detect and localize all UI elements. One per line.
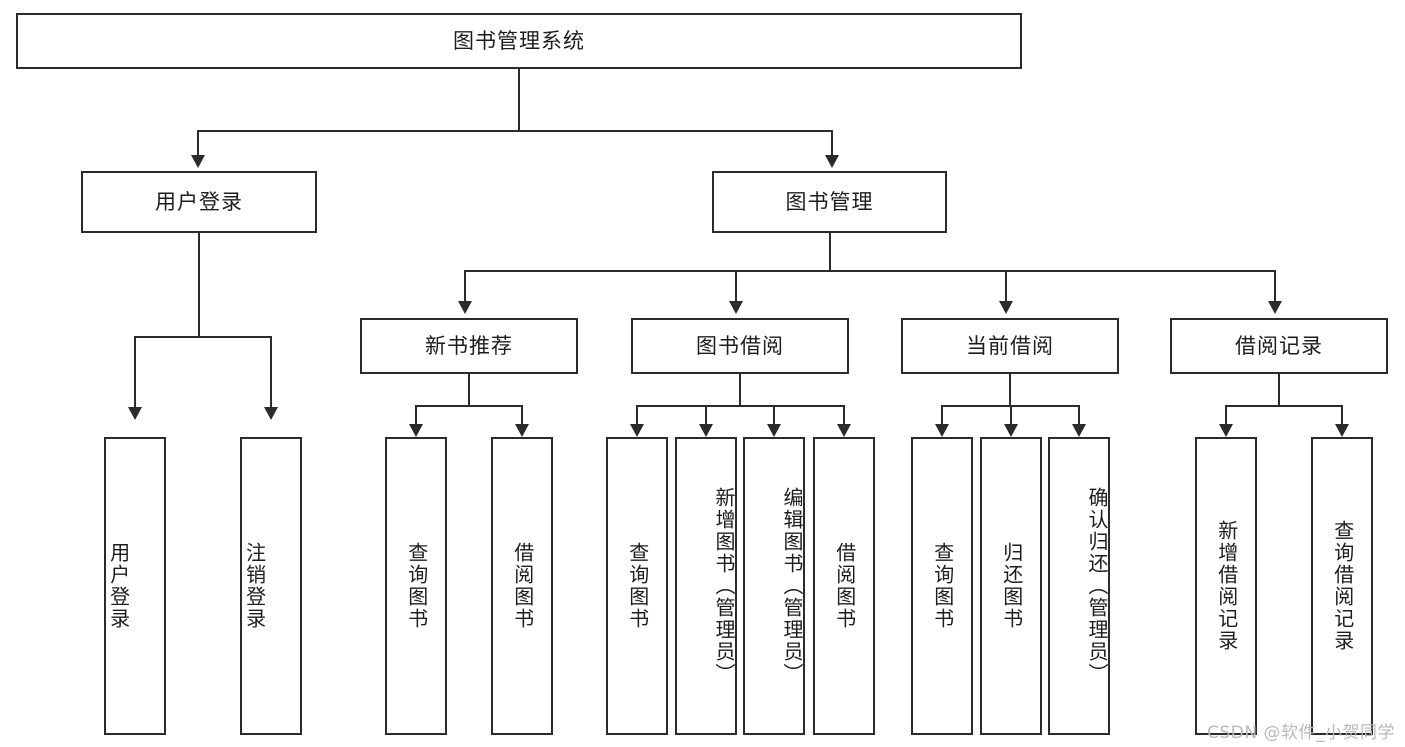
- arrow-to-leaf-add-book: [699, 424, 713, 437]
- connector-book-mgmt-drop-2: [735, 270, 737, 303]
- arrow-to-leaf-return-book: [1004, 424, 1018, 437]
- connector-book-borrow-drop-2: [705, 405, 707, 427]
- connector-borrow-record-drop-2: [1341, 405, 1343, 427]
- node-label: 编辑图书（管理员）: [780, 487, 804, 685]
- connector-user-login-drop-1: [134, 336, 136, 409]
- connector-user-login-bus: [134, 336, 272, 338]
- node-label: 用户登录: [106, 542, 131, 630]
- node-label: 借阅记录: [1235, 333, 1323, 358]
- connector-root-to-user-login: [197, 130, 199, 157]
- connector-book-mgmt-stem: [829, 233, 831, 271]
- arrow-to-leaf-confirm-return: [1072, 424, 1086, 437]
- connector-book-borrow-drop-1: [636, 405, 638, 427]
- connector-book-borrow-bus: [636, 405, 845, 407]
- node-label: 借阅图书: [832, 542, 857, 630]
- arrow-to-leaf-borrow-book-1: [515, 424, 529, 437]
- arrow-to-leaf-borrow-book-2: [837, 424, 851, 437]
- leaf-query-borrow-record[interactable]: 查询借阅记录: [1311, 437, 1373, 735]
- node-label: 注销登录: [242, 542, 267, 630]
- connector-book-mgmt-bus: [464, 270, 1276, 272]
- node-root-system[interactable]: 图书管理系统: [16, 13, 1022, 69]
- leaf-add-book-admin[interactable]: 新增图书（管理员）: [675, 437, 737, 735]
- connector-borrow-record-stem: [1278, 374, 1280, 406]
- node-label: 归还图书: [999, 542, 1024, 630]
- connector-root-to-book-mgmt: [831, 130, 833, 157]
- connector-book-borrow-drop-3: [773, 405, 775, 427]
- connector-borrow-record-bus: [1225, 405, 1343, 407]
- connector-borrow-record-drop-1: [1225, 405, 1227, 427]
- arrow-to-new-book: [458, 301, 472, 314]
- node-current-borrow[interactable]: 当前借阅: [901, 318, 1119, 374]
- node-label: 当前借阅: [966, 333, 1054, 358]
- leaf-borrow-book-1[interactable]: 借阅图书: [491, 437, 553, 735]
- node-label: 新增图书（管理员）: [712, 487, 736, 685]
- node-borrow-record[interactable]: 借阅记录: [1170, 318, 1388, 374]
- node-book-borrow[interactable]: 图书借阅: [631, 318, 849, 374]
- connector-book-mgmt-drop-1: [464, 270, 466, 303]
- arrow-to-leaf-query-book-3: [935, 424, 949, 437]
- arrow-to-user-login: [191, 155, 205, 168]
- leaf-query-book-1[interactable]: 查询图书: [385, 437, 447, 735]
- connector-new-book-bus: [415, 405, 523, 407]
- leaf-logout[interactable]: 注销登录: [240, 437, 302, 735]
- connector-book-mgmt-drop-4: [1274, 270, 1276, 303]
- node-label: 查询图书: [625, 542, 650, 630]
- node-label: 查询图书: [404, 542, 429, 630]
- node-label: 借阅图书: [510, 542, 535, 630]
- connector-new-book-drop-1: [415, 405, 417, 427]
- arrow-to-leaf-user-login: [128, 407, 142, 420]
- node-user-login[interactable]: 用户登录: [81, 171, 317, 233]
- leaf-user-login[interactable]: 用户登录: [104, 437, 166, 735]
- leaf-edit-book-admin[interactable]: 编辑图书（管理员）: [743, 437, 805, 735]
- arrow-to-leaf-query-record: [1335, 424, 1349, 437]
- arrow-to-leaf-edit-book: [767, 424, 781, 437]
- arrow-to-book-mgmt: [825, 155, 839, 168]
- node-label: 新增借阅记录: [1214, 520, 1239, 652]
- arrow-to-current-borrow: [999, 301, 1013, 314]
- connector-book-mgmt-drop-3: [1005, 270, 1007, 303]
- node-label: 确认归还（管理员）: [1085, 487, 1109, 685]
- leaf-query-book-3[interactable]: 查询图书: [911, 437, 973, 735]
- arrow-to-leaf-add-record: [1219, 424, 1233, 437]
- node-label: 查询图书: [930, 542, 955, 630]
- leaf-borrow-book-2[interactable]: 借阅图书: [813, 437, 875, 735]
- connector-root-bus: [197, 130, 833, 132]
- connector-user-login-drop-2: [270, 336, 272, 409]
- leaf-return-book[interactable]: 归还图书: [980, 437, 1042, 735]
- connector-book-borrow-stem: [739, 374, 741, 406]
- leaf-add-borrow-record[interactable]: 新增借阅记录: [1195, 437, 1257, 735]
- arrow-to-leaf-logout: [264, 407, 278, 420]
- connector-user-login-stem: [198, 233, 200, 337]
- node-new-book-recommend[interactable]: 新书推荐: [360, 318, 578, 374]
- connector-new-book-stem: [468, 374, 470, 406]
- node-label: 图书借阅: [696, 333, 784, 358]
- leaf-query-book-2[interactable]: 查询图书: [606, 437, 668, 735]
- node-label: 图书管理: [785, 189, 874, 214]
- leaf-confirm-return-admin[interactable]: 确认归还（管理员）: [1048, 437, 1110, 735]
- node-label: 用户登录: [155, 189, 243, 214]
- connector-new-book-drop-2: [521, 405, 523, 427]
- arrow-to-leaf-query-book-1: [409, 424, 423, 437]
- arrow-to-book-borrow: [729, 301, 743, 314]
- connector-root-stem: [518, 69, 520, 131]
- arrow-to-leaf-query-book-2: [630, 424, 644, 437]
- arrow-to-borrow-record: [1268, 301, 1282, 314]
- node-label: 图书管理系统: [453, 28, 585, 53]
- connector-current-borrow-drop-2: [1010, 405, 1012, 427]
- connector-current-borrow-drop-1: [941, 405, 943, 427]
- connector-current-borrow-drop-3: [1078, 405, 1080, 427]
- node-book-management[interactable]: 图书管理: [712, 171, 947, 233]
- connector-current-borrow-stem: [1009, 374, 1011, 406]
- connector-book-borrow-drop-4: [843, 405, 845, 427]
- watermark-text: CSDN @软件_小贺同学: [1207, 723, 1395, 743]
- node-label: 查询借阅记录: [1330, 520, 1355, 652]
- node-label: 新书推荐: [425, 333, 513, 358]
